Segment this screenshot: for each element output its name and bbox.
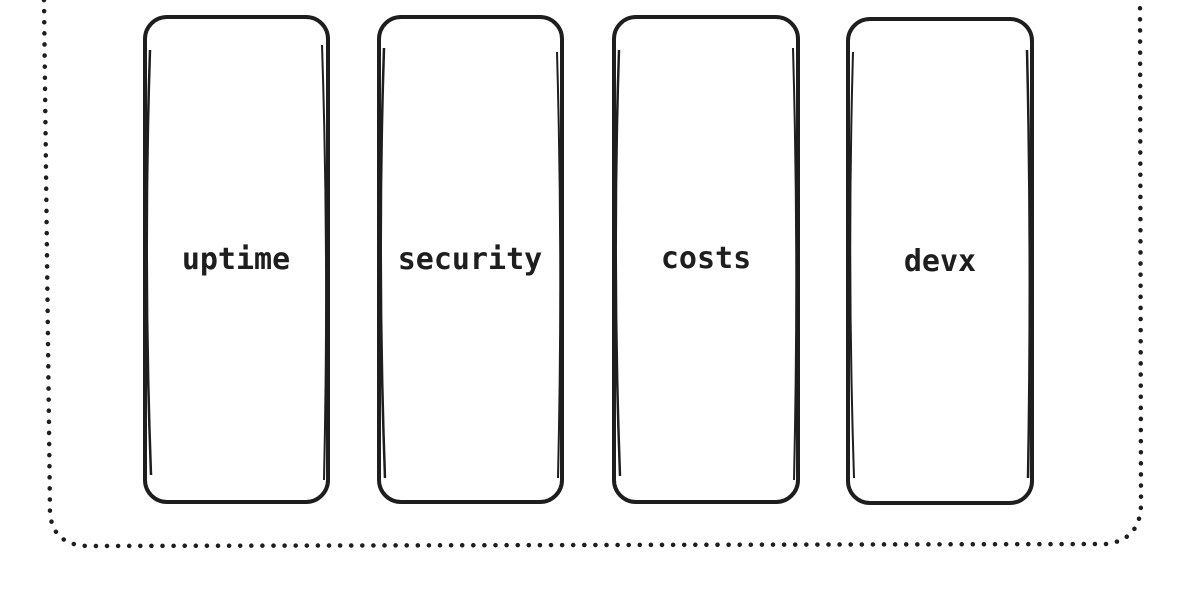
pillar-box-devx: devx — [846, 17, 1034, 505]
pillar-label-costs: costs — [661, 241, 751, 276]
pillar-box-uptime: uptime — [143, 15, 330, 504]
pillar-label-devx: devx — [904, 244, 976, 279]
pillar-box-security: security — [377, 15, 564, 504]
pillar-label-security: security — [398, 242, 543, 277]
dotted-container-border — [41, 0, 1144, 549]
pillar-label-uptime: uptime — [182, 242, 290, 277]
pillar-box-costs: costs — [612, 15, 800, 504]
